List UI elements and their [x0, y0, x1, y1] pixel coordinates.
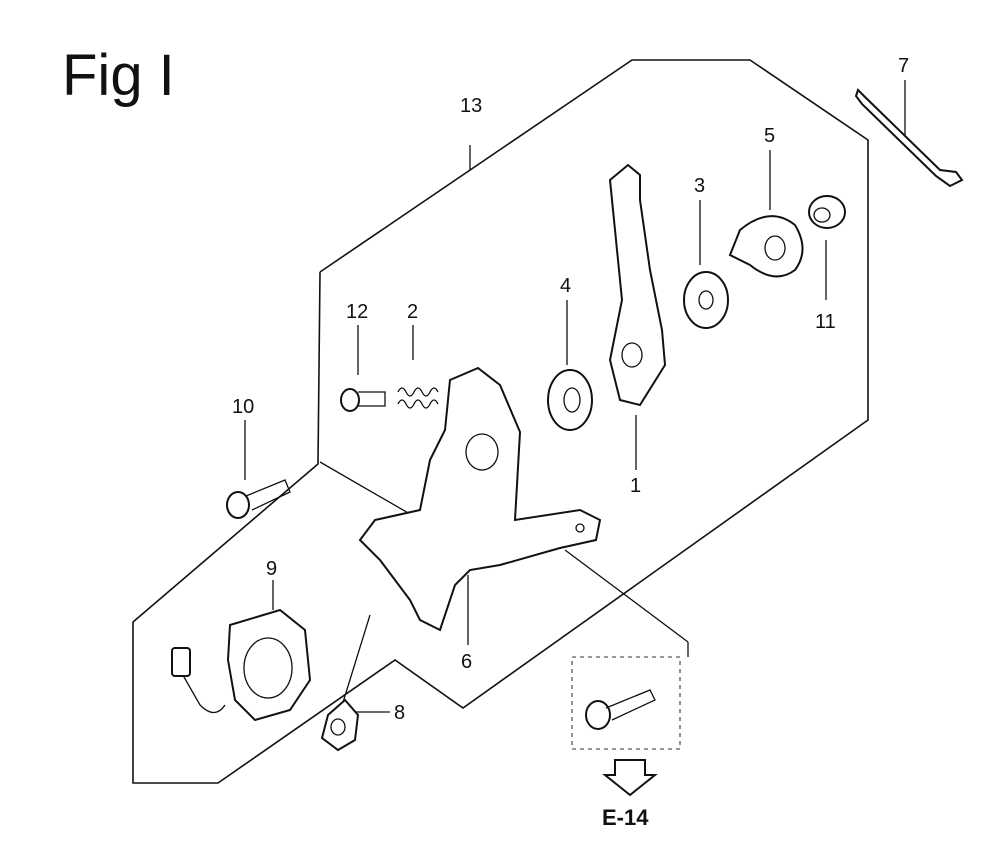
part-8-clip	[320, 698, 360, 752]
callout-8: 8	[394, 702, 405, 724]
callout-1: 1	[630, 475, 641, 497]
callout-13: 13	[460, 95, 482, 117]
part-5-plate	[728, 215, 804, 278]
part-4-washer	[547, 369, 593, 431]
part-12-screw	[340, 388, 386, 412]
reference-arrow	[602, 759, 658, 797]
part-11-nut	[808, 195, 846, 229]
leader-lines	[244, 80, 906, 713]
callout-4: 4	[560, 275, 571, 297]
callout-9: 9	[266, 558, 277, 580]
callout-6: 6	[461, 651, 472, 673]
part-9-sensor	[171, 608, 312, 722]
callout-5: 5	[764, 125, 775, 147]
figure-title: Fig I	[62, 43, 175, 108]
part-10-bolt	[226, 479, 291, 519]
callout-10: 10	[232, 396, 254, 418]
part-2-spring	[397, 387, 439, 409]
part-7-rod	[854, 88, 964, 188]
reference-label: E-14	[602, 805, 649, 830]
part-1-lever	[608, 163, 667, 407]
callout-7: 7	[898, 55, 909, 77]
reference-box	[571, 656, 681, 750]
part-3-washer	[683, 271, 729, 329]
assembly-outline	[132, 59, 869, 784]
callout-11: 11	[815, 311, 836, 333]
part-6-bracket	[358, 366, 602, 632]
callout-2: 2	[407, 301, 418, 323]
callout-12: 12	[346, 301, 368, 323]
callout-3: 3	[694, 175, 705, 197]
